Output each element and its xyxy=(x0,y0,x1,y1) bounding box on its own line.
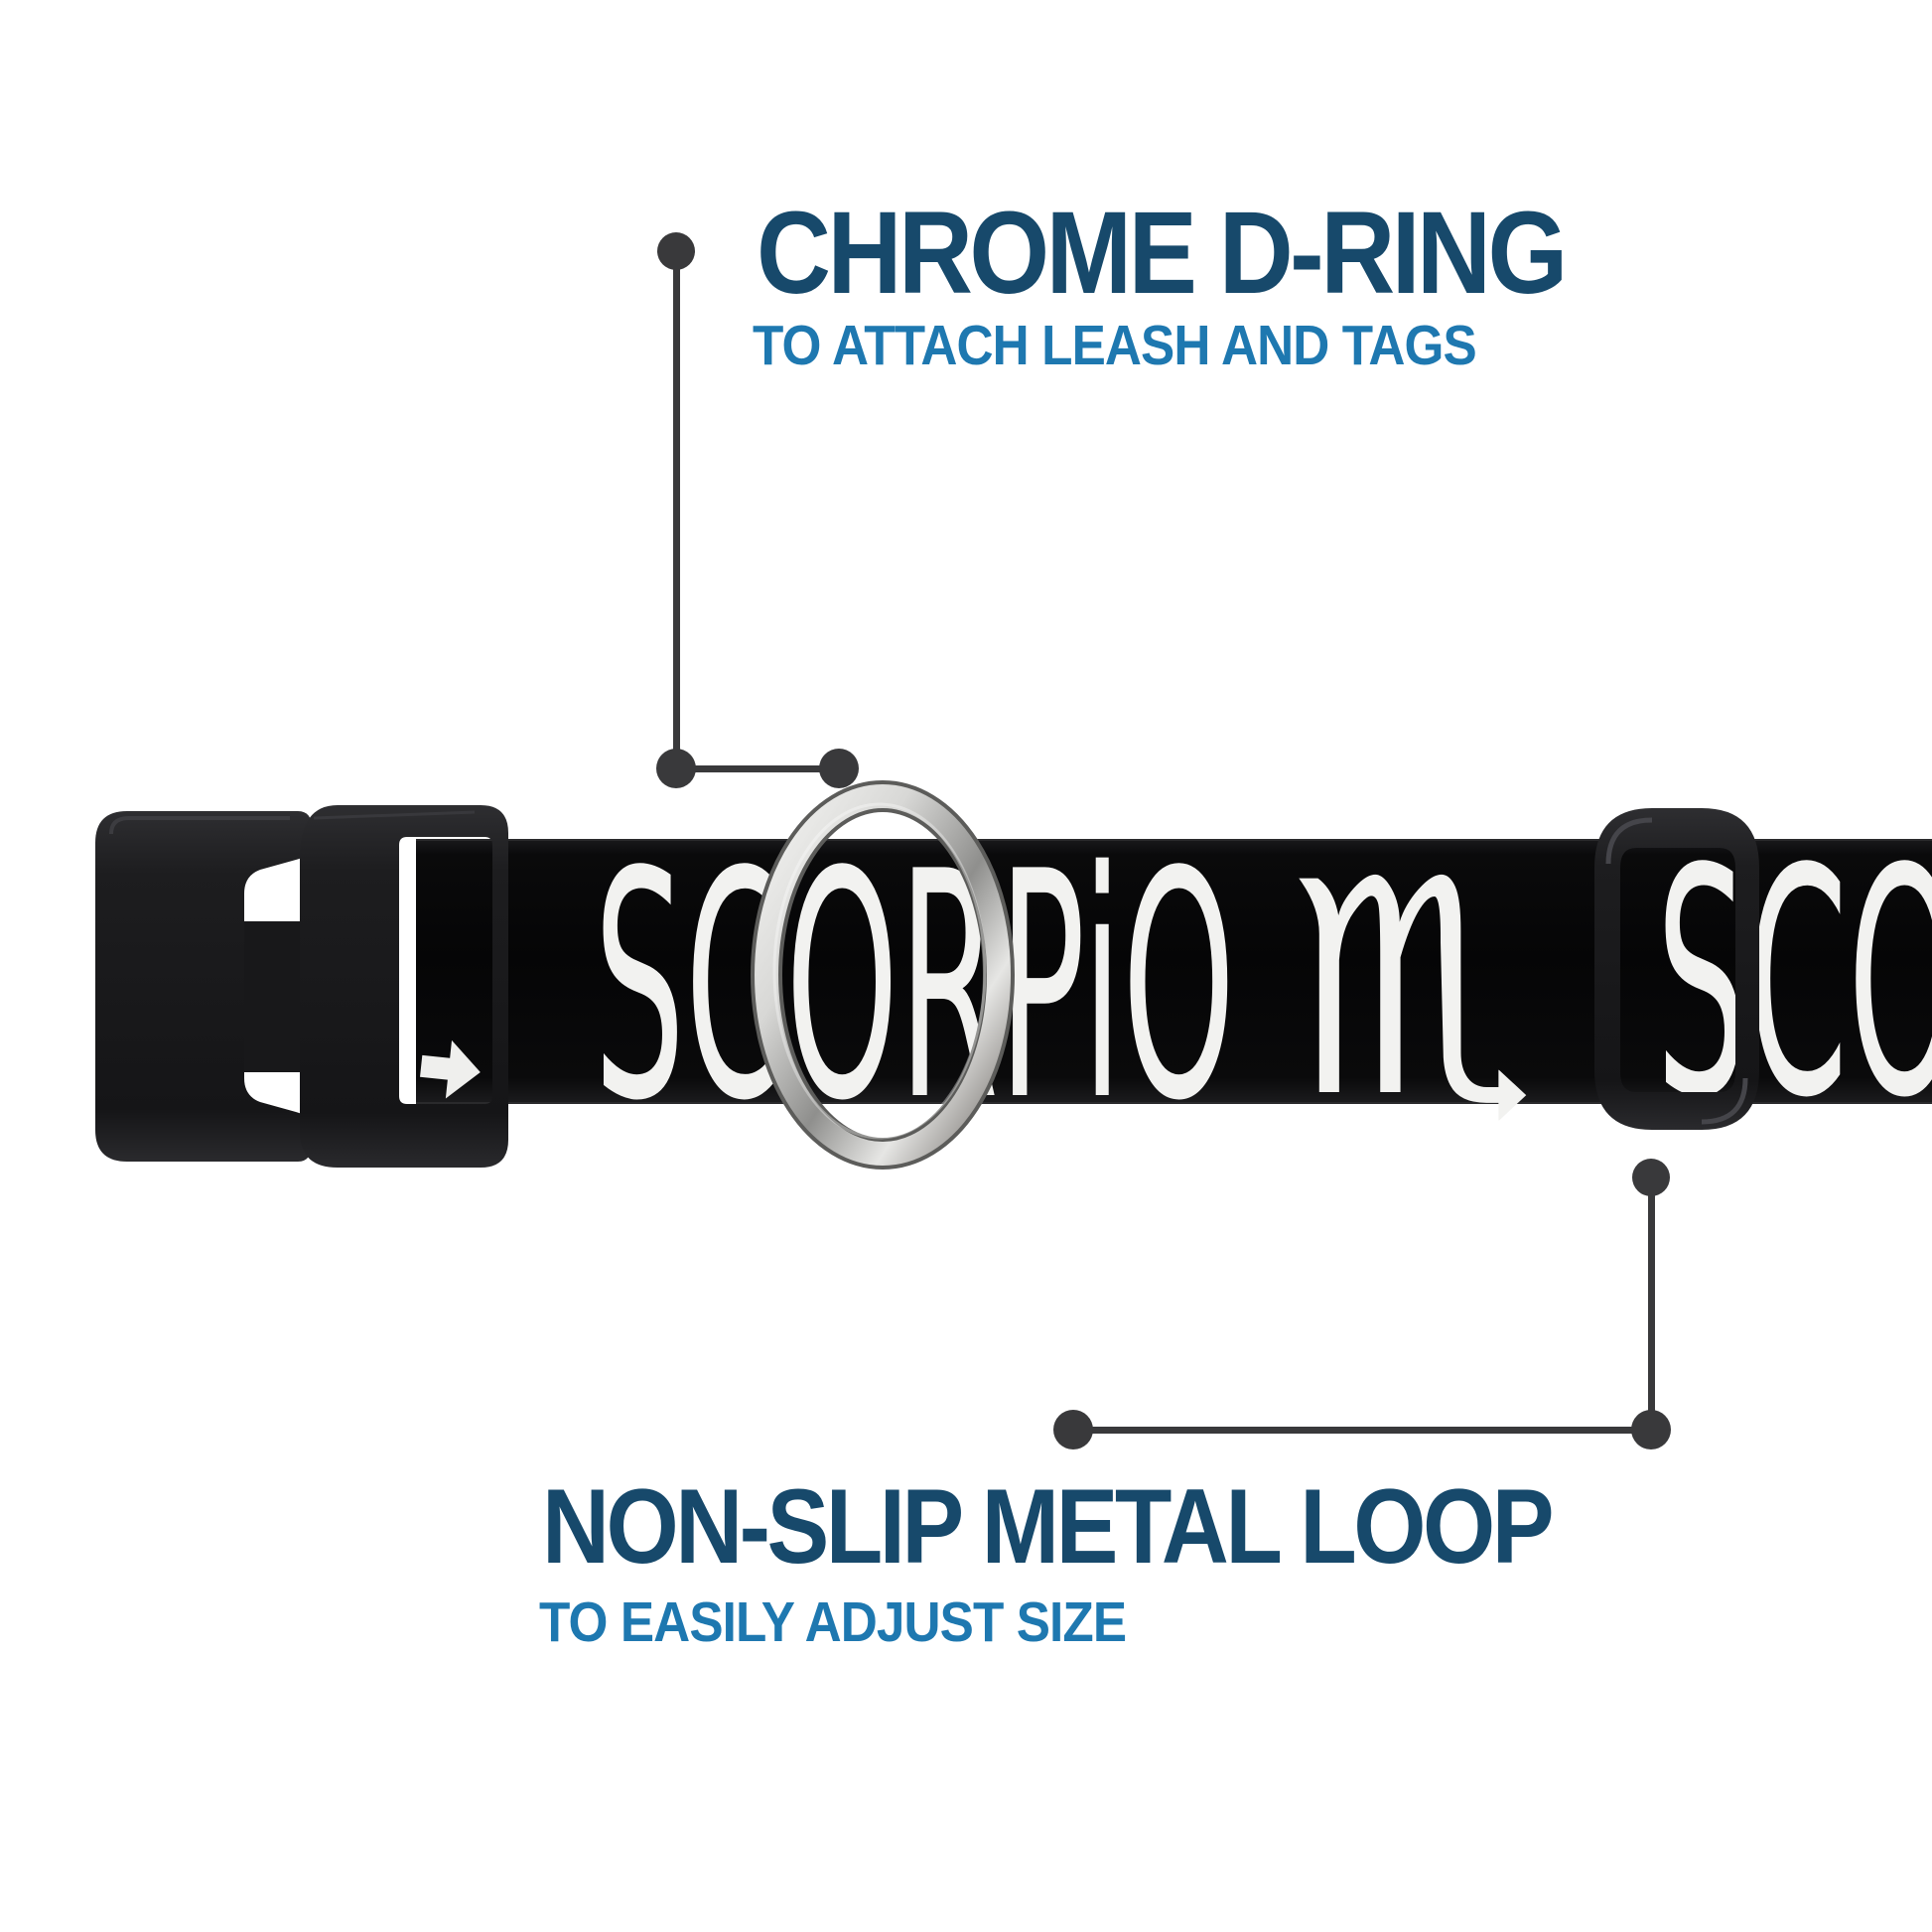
collar-strap xyxy=(416,839,1932,1104)
chrome-d-ring-title: CHROME D-RING xyxy=(757,188,1568,319)
non-slip-loop-title: NON-SLIP METAL LOOP xyxy=(542,1466,1555,1586)
callout-bottom-end-dot xyxy=(1053,1410,1093,1449)
strap-word-scorpio: SCORPiO xyxy=(594,804,1235,1169)
callout-bottom-vertical-line xyxy=(1648,1177,1655,1430)
callout-top-horizontal-line xyxy=(676,765,839,772)
non-slip-loop-subtitle: TO EASILY ADJUST SIZE xyxy=(539,1590,1127,1654)
strap-arrow-icon xyxy=(420,1039,481,1099)
metal-loop-slider xyxy=(1594,808,1759,1130)
scorpio-zodiac-icon: ♏ xyxy=(1290,815,1535,1163)
chrome-d-ring-hardware xyxy=(751,780,1015,1170)
chrome-d-ring-subtitle: TO ATTACH LEASH AND TAGS xyxy=(753,314,1477,377)
callout-top-vertical-line xyxy=(673,251,680,768)
callout-top-pointer-dot xyxy=(819,749,859,788)
side-release-buckle xyxy=(95,805,508,1168)
callout-bottom-horizontal-line xyxy=(1073,1427,1651,1434)
